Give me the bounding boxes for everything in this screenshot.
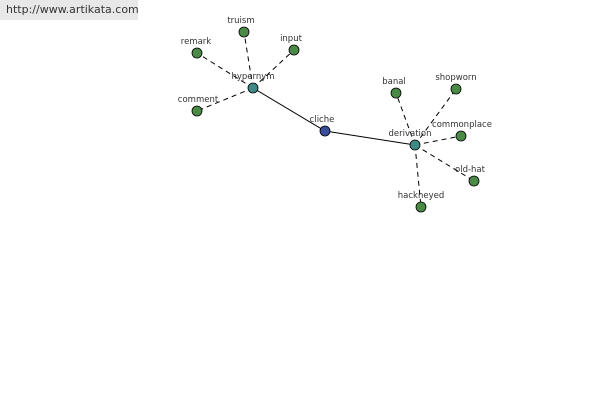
graph-nodes	[191, 26, 480, 213]
edge-derivation-commonplace	[414, 135, 462, 146]
label-hackneyed: hackneyed	[398, 191, 444, 201]
hub-node-derivation[interactable]	[409, 139, 421, 151]
label-old-hat: old-hat	[455, 165, 486, 175]
leaf-node-banal[interactable]	[390, 87, 402, 99]
label-hypernym: hypernym	[231, 72, 274, 82]
leaf-node-hackneyed[interactable]	[415, 201, 427, 213]
edge-hypernym-remark	[196, 52, 254, 89]
leaf-node-comment[interactable]	[191, 105, 203, 117]
edge-derivation-banal	[395, 92, 416, 146]
label-banal: banal	[382, 77, 406, 87]
label-cliche: cliche	[310, 115, 335, 125]
label-remark: remark	[181, 37, 212, 47]
edge-derivation-shopworn	[414, 88, 457, 146]
edge-hypernym-truism	[243, 31, 254, 89]
leaf-node-remark[interactable]	[191, 47, 203, 59]
edge-derivation-hackneyed	[414, 144, 422, 208]
edge-hypernym-comment	[196, 87, 254, 112]
label-shopworn: shopworn	[435, 73, 476, 83]
hub-node-hypernym[interactable]	[247, 82, 259, 94]
leaf-node-shopworn[interactable]	[450, 83, 462, 95]
graph-edges	[196, 31, 475, 208]
label-comment: comment	[178, 95, 219, 105]
label-derivation: derivation	[388, 129, 431, 139]
edge-hypernym-input	[252, 49, 295, 89]
source-url[interactable]: http://www.artikata.com	[0, 0, 139, 20]
leaf-node-truism[interactable]	[238, 26, 250, 38]
leaf-node-old-hat[interactable]	[468, 175, 480, 187]
label-truism: truism	[227, 16, 254, 26]
label-commonplace: commonplace	[432, 120, 492, 130]
label-input: input	[280, 34, 303, 44]
center-node-cliche[interactable]	[319, 125, 331, 137]
edge-derivation-old-hat	[414, 144, 475, 182]
edge-cliche-hypernym	[252, 87, 326, 132]
leaf-node-input[interactable]	[288, 44, 300, 56]
graph-labels: cliche hypernym truism input remark comment de…	[178, 16, 492, 201]
leaf-node-commonplace[interactable]	[455, 130, 467, 142]
edge-cliche-derivation	[324, 130, 416, 146]
